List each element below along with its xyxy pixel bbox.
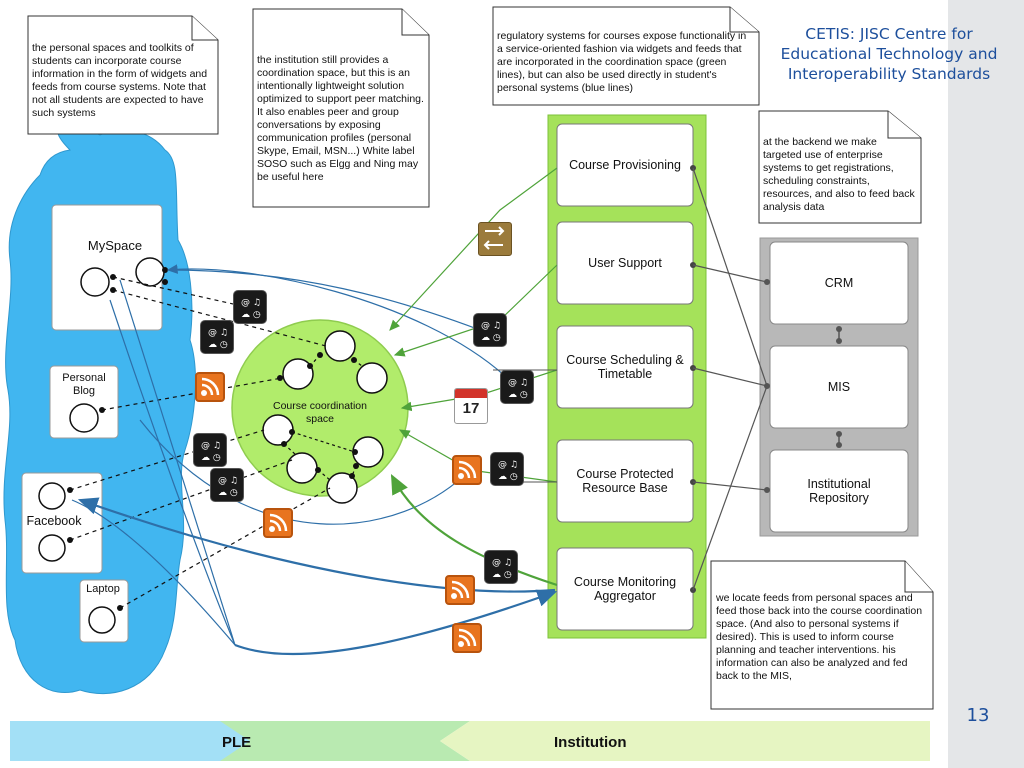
svg-text:@ ♫: @ ♫ — [492, 558, 512, 568]
svg-text:☁ ◷: ☁ ◷ — [208, 340, 228, 350]
blog-node — [69, 403, 99, 433]
widget-icon: @ ♫ ☁ ◷ — [484, 550, 518, 584]
svg-text:☁ ◷: ☁ ◷ — [481, 333, 501, 343]
note-backend-frame: at the backend we make targeted use of e… — [758, 110, 922, 224]
svg-text:☁ ◷: ☁ ◷ — [241, 310, 261, 320]
bottom-bar — [10, 721, 930, 761]
architecture-diagram — [3, 114, 919, 695]
personal-blog-box — [49, 365, 119, 439]
svg-text:@ ♫: @ ♫ — [218, 476, 238, 486]
note-personal-spaces: the personal spaces and toolkits of stud… — [32, 42, 208, 119]
calendar-icon: 17 — [454, 388, 488, 424]
widget-icon: @ ♫ ☁ ◷ — [193, 433, 227, 467]
note-coordination-frame: the institution still provides a coordin… — [252, 8, 430, 208]
widget-icon: @ ♫ ☁ ◷ — [473, 313, 507, 347]
note-regulatory-systems: regulatory systems for courses expose fu… — [497, 30, 747, 94]
rss-feed-icon — [263, 508, 293, 538]
svg-text:@ ♫: @ ♫ — [498, 460, 518, 470]
rss-feed-icon — [452, 455, 482, 485]
laptop-node — [88, 606, 116, 634]
note-regulatory-frame: regulatory systems for courses expose fu… — [492, 6, 760, 106]
note-institution-coordination: the institution still provides a coordin… — [257, 54, 424, 183]
service-course-scheduling: Course Scheduling & Timetable — [566, 353, 684, 381]
service-monitoring-aggregator: Course Monitoring Aggregator — [573, 575, 677, 603]
rss-feed-icon — [452, 623, 482, 653]
coordination-space-label: Course coordination space — [273, 400, 367, 425]
personal-blog-label: Personal Blog — [62, 372, 106, 397]
note-backend: at the backend we make targeted use of e… — [763, 136, 915, 213]
note-feeds-frame: we locate feeds from personal spaces and… — [710, 560, 934, 710]
myspace-node-2 — [135, 257, 165, 287]
svg-text:☁ ◷: ☁ ◷ — [218, 488, 238, 498]
svg-text:☁ ◷: ☁ ◷ — [498, 472, 518, 482]
enterprise-crm: CRM — [824, 276, 854, 290]
service-protected-resource-base: Course Protected Resource Base — [576, 467, 674, 495]
enterprise-mis: MIS — [827, 380, 851, 394]
slide-number: 13 — [966, 705, 990, 726]
right-strip — [948, 0, 1024, 768]
laptop-label: Laptop — [86, 583, 120, 595]
svg-text:@ ♫: @ ♫ — [241, 298, 261, 308]
svg-text:@ ♫: @ ♫ — [201, 441, 221, 451]
calendar-day: 17 — [462, 400, 480, 417]
transfer-icon — [478, 222, 512, 256]
enterprise-institutional-repository: Institutional Repository — [807, 477, 871, 505]
note-personal-spaces-frame: the personal spaces and toolkits of stud… — [27, 15, 219, 135]
widget-icon: @ ♫ ☁ ◷ — [233, 290, 267, 324]
note-feeds: we locate feeds from personal spaces and… — [716, 592, 923, 682]
svg-text:☁ ◷: ☁ ◷ — [201, 453, 221, 463]
myspace-node-1 — [80, 267, 110, 297]
widget-icon: @ ♫ ☁ ◷ — [490, 452, 524, 486]
institution-bar-label: Institution — [554, 734, 627, 751]
widget-icon: @ ♫ ☁ ◷ — [500, 370, 534, 404]
rss-feed-icon — [195, 372, 225, 402]
svg-text:@ ♫: @ ♫ — [481, 321, 501, 331]
svg-text:☁ ◷: ☁ ◷ — [492, 570, 512, 580]
rss-feed-icon — [445, 575, 475, 605]
facebook-label: Facebook — [26, 514, 82, 528]
svg-text:@ ♫: @ ♫ — [508, 378, 528, 388]
svg-text:☁ ◷: ☁ ◷ — [508, 390, 528, 400]
service-user-support: User Support — [588, 256, 662, 270]
widget-icon: @ ♫ ☁ ◷ — [200, 320, 234, 354]
widget-icon: @ ♫ ☁ ◷ — [210, 468, 244, 502]
service-boxes — [556, 123, 694, 631]
service-course-provisioning: Course Provisioning — [569, 158, 681, 172]
slide-title: CETIS: JISC Centre for Educational Techn… — [780, 25, 998, 83]
ple-bar-label: PLE — [222, 734, 252, 751]
svg-text:@ ♫: @ ♫ — [208, 328, 228, 338]
facebook-node-2 — [38, 534, 66, 562]
myspace-label: MySpace — [87, 238, 143, 253]
facebook-node-1 — [38, 482, 66, 510]
